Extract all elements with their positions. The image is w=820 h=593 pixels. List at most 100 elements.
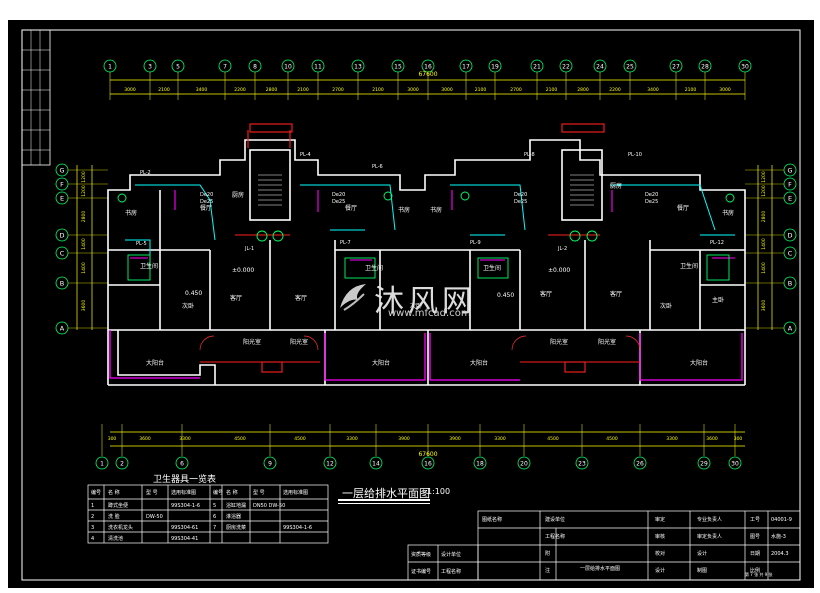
axis-label-top: 28	[701, 64, 709, 71]
axis-bubble-bottom	[263, 456, 277, 470]
dimension-label-right: 1400	[761, 238, 767, 250]
pipe-tag: PL-7	[340, 240, 351, 246]
watermark-url: www.mfcad.com	[388, 308, 471, 319]
axis-label-right: C	[788, 250, 793, 258]
axis-bubble-right	[783, 163, 797, 177]
axis-label-top: 17	[462, 64, 470, 71]
axis-label-left: A	[60, 325, 65, 333]
fixture-table-header: 型 号	[146, 489, 158, 496]
tb-right-3: 制图	[697, 567, 707, 574]
axis-label-top: 13	[354, 64, 362, 71]
axis-bubble-top	[311, 59, 325, 73]
room-bedroom-left: 次卧	[182, 302, 194, 310]
dimension-label-top: 2100	[685, 87, 697, 93]
axis-bubble-left	[55, 321, 69, 335]
axis-bubble-bottom	[575, 456, 589, 470]
room-living-mid-left: 客厅	[295, 294, 307, 302]
axis-label-right: D	[787, 232, 792, 240]
stair-treads	[258, 174, 594, 206]
title-block-text: 建设单位 工程名称 一层给排水平面图 附 注 审定 审核 校对 设计 专业负责人…	[411, 516, 792, 577]
axis-label-top: 19	[491, 64, 499, 71]
fixture-table-cell: DW-50	[146, 514, 163, 520]
room-toilet-2: 卫生间	[365, 264, 383, 272]
axis-label-top: 30	[741, 64, 749, 71]
axis-label-top: 25	[626, 64, 634, 71]
dimension-label-top: 2700	[510, 87, 522, 93]
room-living-left: 客厅	[230, 294, 242, 302]
axis-label-right: E	[788, 195, 792, 203]
tb-sign-3: 设计	[655, 567, 665, 574]
pipe-size: De25	[200, 199, 213, 205]
room-sunroom-1: 阳光室	[243, 338, 261, 346]
elevation-low-left: 0.450	[185, 290, 202, 297]
axis-bubble-top	[103, 59, 117, 73]
axis-bubble-bottom	[421, 456, 435, 470]
axis-label-top: 7	[223, 64, 227, 71]
dimension-label-top: 2100	[372, 87, 384, 93]
axis-label-right: B	[788, 280, 792, 288]
drain-pipes	[200, 123, 640, 373]
axis-label-bottom: 16	[424, 461, 432, 468]
balcony-outlines	[109, 330, 743, 381]
fixture-table-header: 编号	[91, 489, 101, 496]
fixture-table-cell: 3	[91, 525, 94, 531]
tb-right-0: 专业负责人	[697, 516, 722, 523]
tb-notes-0: 附	[545, 550, 550, 557]
room-study-mid-right: 书房	[430, 206, 442, 214]
axis-label-left: G	[59, 167, 64, 175]
right-dimension-chain	[757, 165, 773, 330]
room-sunroom-4: 阳光室	[598, 338, 616, 346]
fixture-table-cell: 洗 脸	[108, 513, 120, 520]
axis-bubble-bottom	[175, 456, 189, 470]
dimension-label-top: 2200	[609, 87, 621, 93]
pipe-tag: JL-2	[557, 246, 567, 252]
axis-bubble-top	[171, 59, 185, 73]
pipe-tag: PL-4	[300, 152, 311, 158]
dimension-label-bottom: 3300	[346, 436, 358, 442]
tb-info-value-2: 2004.3	[771, 551, 789, 557]
dimension-label-bottom: 4500	[234, 436, 246, 442]
axis-bubble-right	[783, 177, 797, 191]
room-restaurant-right: 餐厅	[677, 204, 689, 212]
axis-bubble-left	[55, 177, 69, 191]
axis-bubble-top	[488, 59, 502, 73]
axis-label-top: 1	[108, 64, 112, 71]
axis-bubble-top	[421, 59, 435, 73]
pipe-size: De25	[645, 199, 658, 205]
fixture-table-header: 名 称	[226, 489, 238, 496]
axis-label-top: 24	[596, 64, 604, 71]
room-labels: 客厅 客厅 客厅 客厅 书房 书房 书房 书房 厨房 厨房 餐厅 餐厅 餐厅 次…	[125, 182, 734, 367]
axis-label-right: G	[787, 167, 792, 175]
tb-sign-0: 审定	[655, 516, 665, 523]
axis-bubble-bottom	[369, 456, 383, 470]
fixture-table-cell: 蹲式坐便	[108, 502, 128, 509]
dimension-label-left: 1400	[81, 262, 87, 274]
tb-left-col-0: 建设单位	[545, 516, 565, 523]
axis-label-bottom: 26	[636, 461, 644, 468]
tb-right-1: 审定负责人	[697, 533, 722, 540]
axis-bubble-top	[391, 59, 405, 73]
pipe-tag: JL-1	[244, 246, 254, 252]
tb-sign-2: 校对	[655, 550, 665, 557]
elevation-low-right: 0.450	[497, 292, 514, 299]
fixture-table-cell: 4	[91, 536, 94, 542]
axis-label-left: C	[60, 250, 65, 258]
room-toilet-3: 卫生间	[483, 264, 501, 272]
dimension-label-top: 2700	[332, 87, 344, 93]
axis-bubble-top	[218, 59, 232, 73]
axis-label-left: D	[59, 232, 64, 240]
pipe-tag: PL-5	[136, 241, 147, 247]
axis-label-left: E	[60, 195, 64, 203]
axis-bubble-top	[530, 59, 544, 73]
axis-bubble-right	[783, 246, 797, 260]
axis-bubble-top	[669, 59, 683, 73]
axis-label-right: F	[788, 181, 792, 189]
axis-bubble-bottom	[473, 456, 487, 470]
axis-bubble-right	[783, 321, 797, 335]
pipe-size: De25	[332, 199, 345, 205]
